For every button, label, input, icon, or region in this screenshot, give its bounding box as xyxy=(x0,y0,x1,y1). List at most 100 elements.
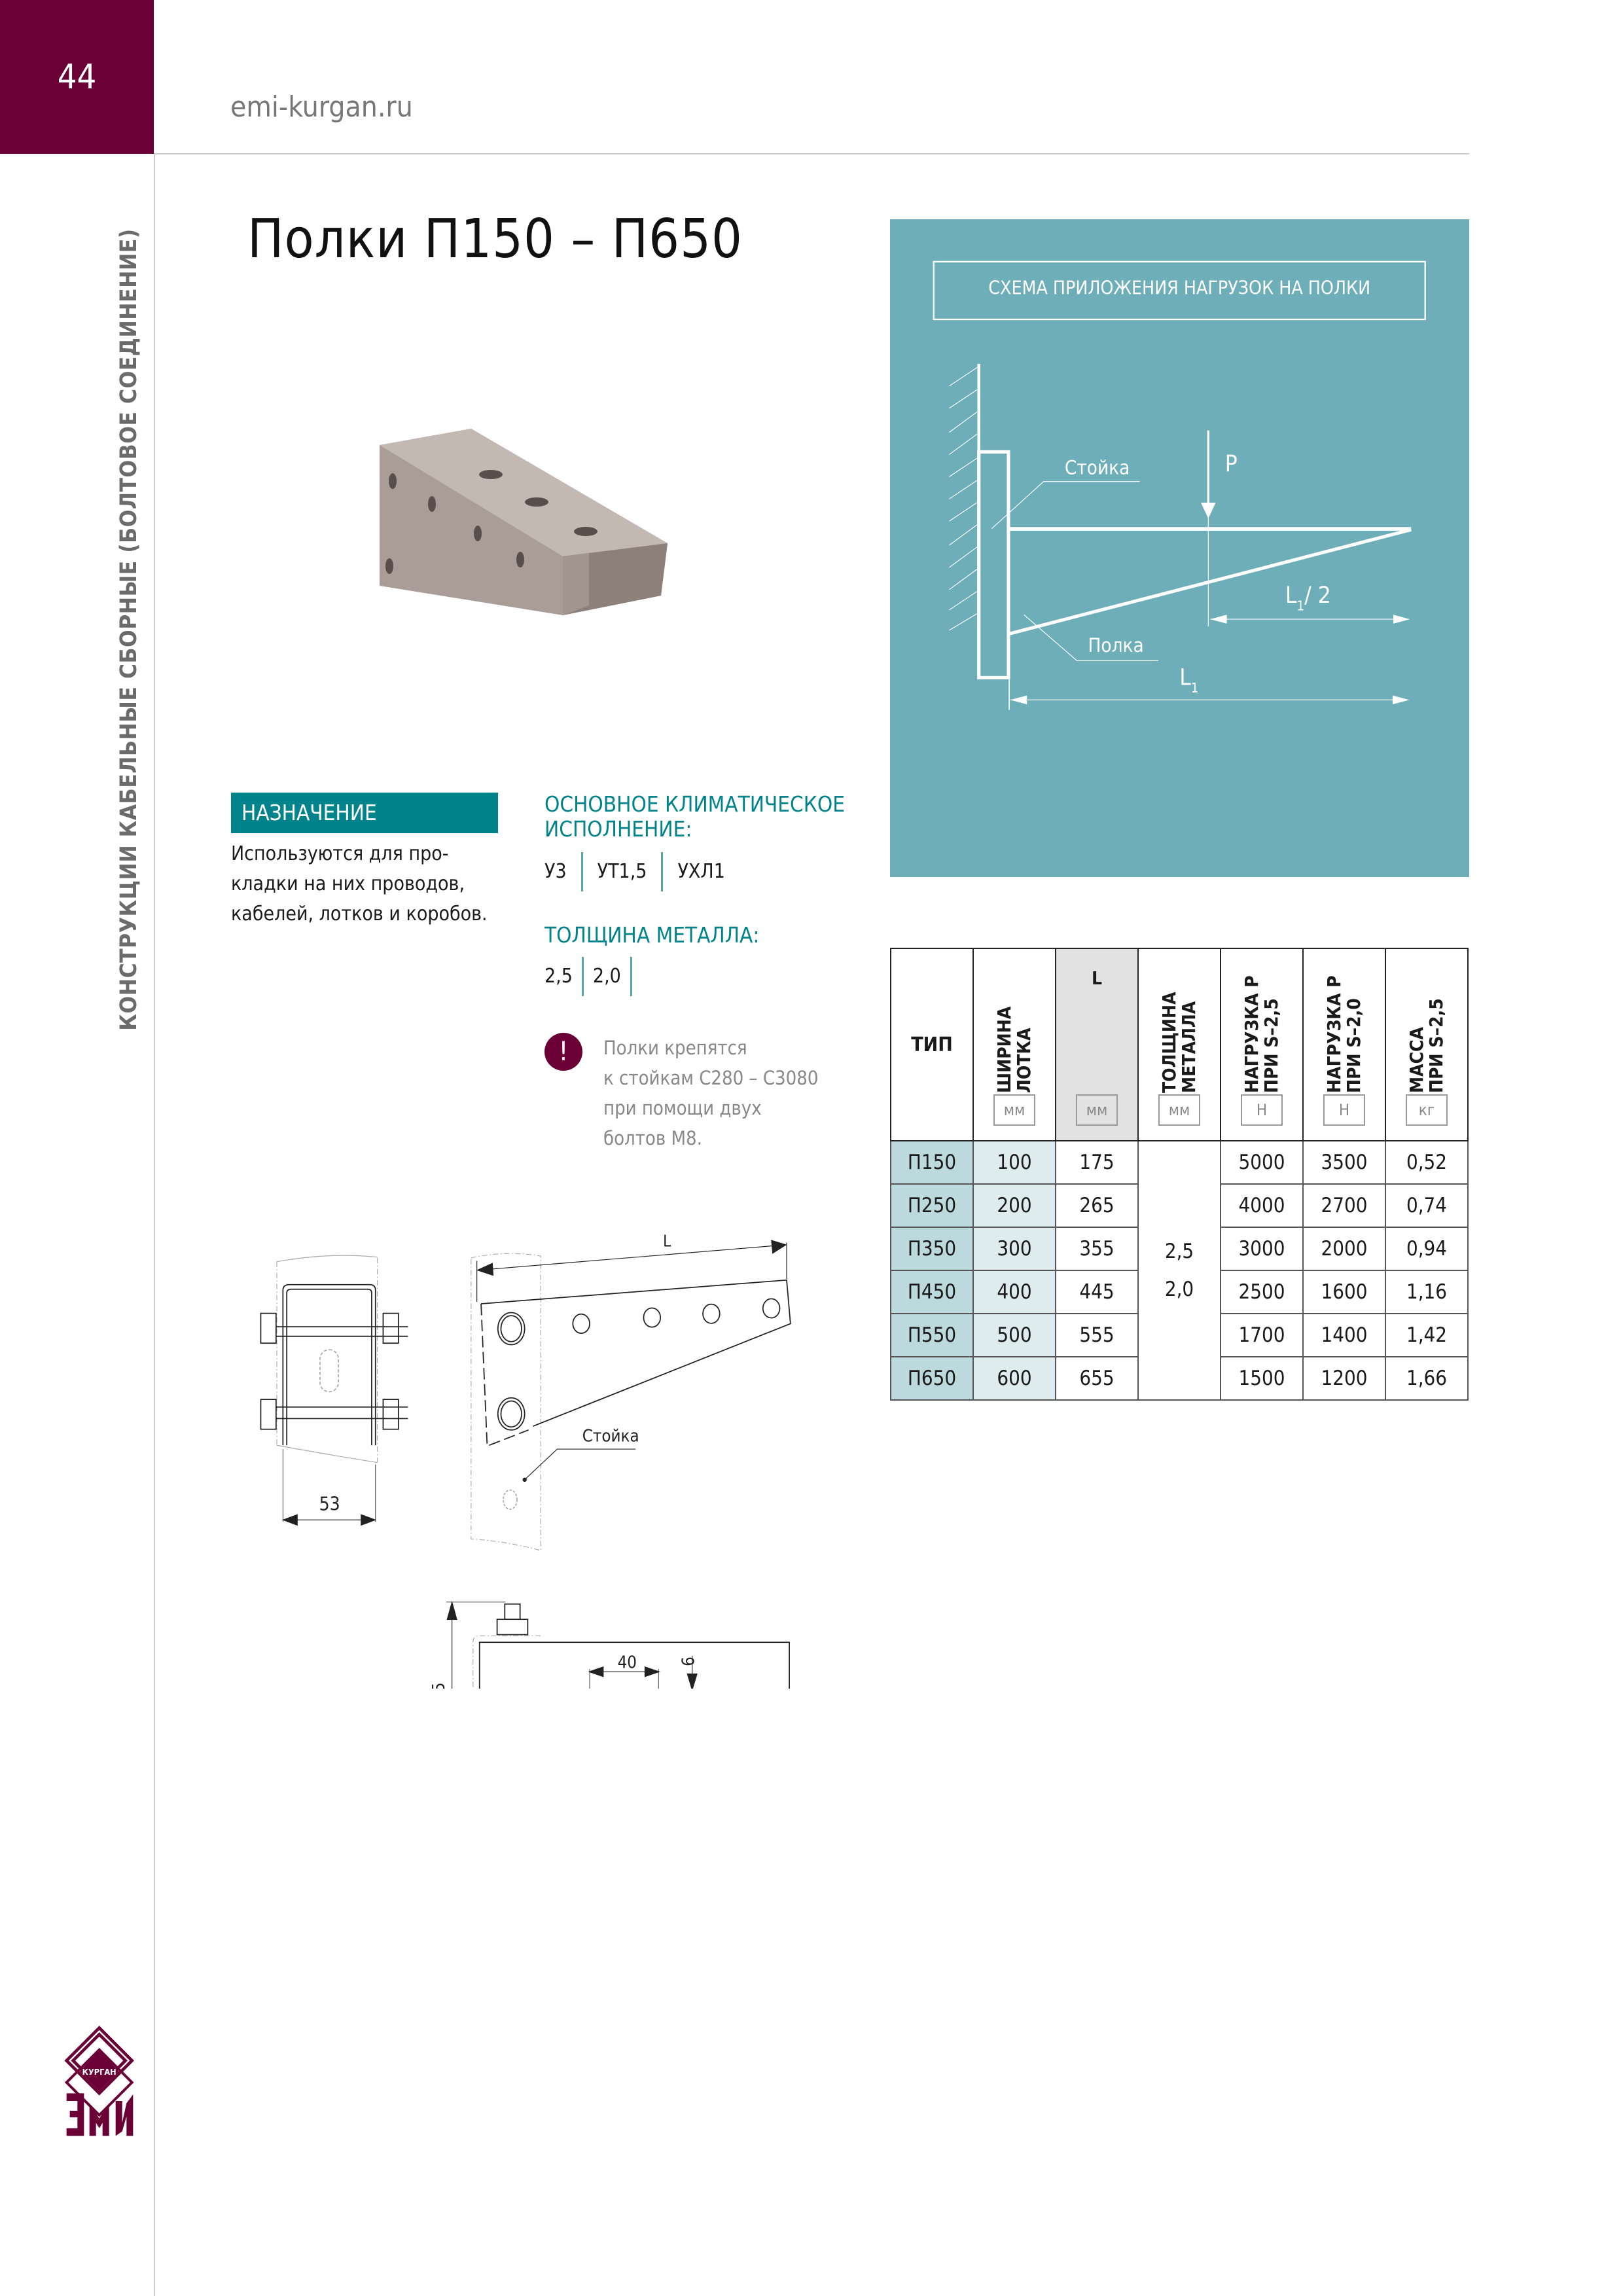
cell-width: 100 xyxy=(972,1140,1056,1185)
dim-85: 85 xyxy=(429,1682,449,1689)
cell-type: П450 xyxy=(890,1270,974,1314)
cell-l: 555 xyxy=(1055,1313,1139,1357)
cell-l: 355 xyxy=(1055,1227,1139,1271)
page-number: 44 xyxy=(0,0,154,154)
cell-mass: 1,66 xyxy=(1385,1356,1469,1401)
note-line: к стойкам С280 – С3080 xyxy=(603,1067,819,1089)
purpose-text: Используются для про-кладки на них прово… xyxy=(231,842,488,925)
cell-p25: 5000 xyxy=(1220,1140,1304,1185)
cell-width: 500 xyxy=(972,1313,1056,1357)
dim-l: L xyxy=(663,1231,671,1250)
cell-p25: 4000 xyxy=(1220,1183,1304,1228)
cell-l: 445 xyxy=(1055,1270,1139,1314)
label-stoyka-drawing: Стойка xyxy=(582,1426,639,1446)
climate-value: У3 xyxy=(544,852,583,891)
cell-width: 400 xyxy=(972,1270,1056,1314)
cell-p20: 1400 xyxy=(1302,1313,1386,1357)
thickness-values: 2,5 2,0 xyxy=(544,957,632,996)
load-scheme-diagram: СХЕМА ПРИЛОЖЕНИЯ НАГРУЗОК НА ПОЛКИ Стойк… xyxy=(933,260,1426,710)
cell-p20: 3500 xyxy=(1302,1140,1386,1185)
cell-p25: 1500 xyxy=(1220,1356,1304,1401)
cell-type: П150 xyxy=(890,1140,974,1185)
dim-40: 40 xyxy=(618,1653,637,1672)
climate-value: УХЛ1 xyxy=(677,860,725,883)
section-title-vertical: КОНСТРУКЦИИ КАБЕЛЬНЫЕ СБОРНЫЕ (БОЛТОВОЕ … xyxy=(116,228,142,1031)
cell-width: 300 xyxy=(972,1227,1056,1271)
dim-53: 53 xyxy=(319,1494,340,1515)
label-length: L1 xyxy=(1179,664,1198,696)
cell-mass: 0,52 xyxy=(1385,1140,1469,1185)
sidebar-divider xyxy=(154,153,155,2296)
cell-p20: 2700 xyxy=(1302,1183,1386,1228)
cell-p20: 1200 xyxy=(1302,1356,1386,1401)
climate-heading: ОСНОВНОЕ КЛИМАТИЧЕСКОЕ ИСПОЛНЕНИЕ: xyxy=(544,791,845,842)
site-url[interactable]: emi-kurgan.ru xyxy=(230,90,413,124)
cell-p20: 1600 xyxy=(1302,1270,1386,1314)
load-scheme-panel: СХЕМА ПРИЛОЖЕНИЯ НАГРУЗОК НА ПОЛКИ Стойк… xyxy=(890,219,1469,877)
label-stoyka: Стойка xyxy=(1065,456,1130,478)
side-view-drawing xyxy=(471,1240,791,1551)
climate-values: У3 УТ1,5 УХЛ1 xyxy=(544,852,740,891)
logo-text-top: КУРГАН xyxy=(82,2067,116,2077)
cell-mass: 1,42 xyxy=(1385,1313,1469,1357)
cell-mass: 0,74 xyxy=(1385,1183,1469,1228)
warning-icon: ! xyxy=(544,1033,582,1071)
cell-thickness: 2,5 2,0 xyxy=(1137,1140,1221,1401)
cell-l: 175 xyxy=(1055,1140,1139,1185)
climate-value: УТ1,5 xyxy=(583,852,664,891)
mounting-note: Полки крепятся к стойкам С280 – С3080 пр… xyxy=(603,1033,818,1153)
post xyxy=(977,450,1010,679)
cell-p25: 1700 xyxy=(1220,1313,1304,1357)
cell-l: 655 xyxy=(1055,1356,1139,1401)
top-view-drawing xyxy=(446,1600,790,1689)
cell-p20: 2000 xyxy=(1302,1227,1386,1271)
label-half-length: L1/ 2 xyxy=(1285,582,1331,613)
header-divider xyxy=(154,153,1469,154)
technical-drawings: 53 L Стойка 85 40 9 20 xyxy=(260,1231,791,1689)
thickness-value: 2,5 xyxy=(1164,1240,1194,1263)
cell-width: 600 xyxy=(972,1356,1056,1401)
note-line: при помощи двух xyxy=(603,1097,762,1119)
note-line: Полки крепятся xyxy=(603,1037,747,1059)
page-title: Полки П150 – П650 xyxy=(247,208,743,270)
cell-p25: 2500 xyxy=(1220,1270,1304,1314)
scheme-title: СХЕМА ПРИЛОЖЕНИЯ НАГРУЗОК НА ПОЛКИ xyxy=(988,278,1370,299)
cell-type: П550 xyxy=(890,1313,974,1357)
label-load-p: P xyxy=(1225,450,1238,477)
purpose-heading: НАЗНАЧЕНИЕ xyxy=(231,793,498,833)
thickness-value: 2,5 xyxy=(544,957,584,996)
scheme-title-box xyxy=(933,260,1426,321)
cell-type: П650 xyxy=(890,1356,974,1401)
col-header-type: ТИП xyxy=(890,948,974,1141)
thickness-heading: ТОЛЩИНА МЕТАЛЛА: xyxy=(544,922,760,948)
cell-type: П250 xyxy=(890,1183,974,1228)
front-view-drawing xyxy=(260,1255,408,1526)
wall-hatching xyxy=(949,367,978,631)
cell-width: 200 xyxy=(972,1183,1056,1228)
product-image xyxy=(380,429,668,615)
thickness-value: 2,0 xyxy=(584,957,632,996)
dim-9: 9 xyxy=(677,1657,696,1666)
cell-p25: 3000 xyxy=(1220,1227,1304,1271)
cell-mass: 1,16 xyxy=(1385,1270,1469,1314)
thickness-value: 2,0 xyxy=(1164,1278,1194,1301)
label-polka: Полка xyxy=(1088,634,1144,656)
note-line: болтов М8. xyxy=(603,1127,702,1149)
company-logo: КУРГАН xyxy=(64,2026,134,2136)
cell-l: 265 xyxy=(1055,1183,1139,1228)
cell-mass: 0,94 xyxy=(1385,1227,1469,1271)
cell-type: П350 xyxy=(890,1227,974,1271)
